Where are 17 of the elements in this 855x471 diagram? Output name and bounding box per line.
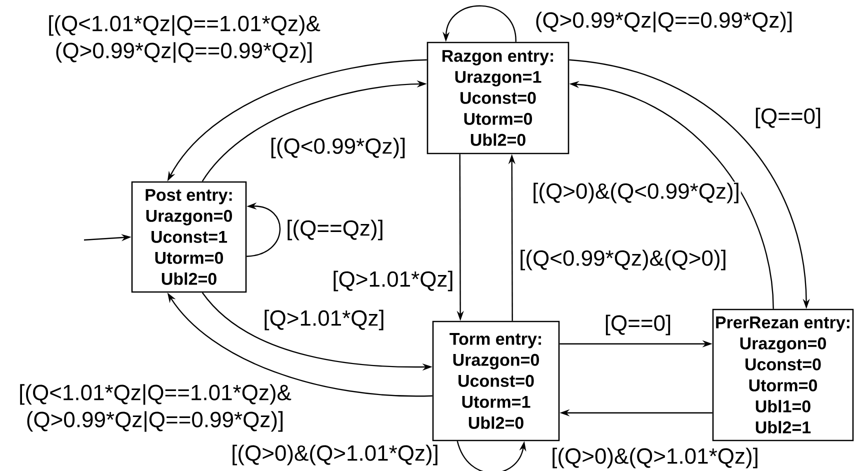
edge-label: [(Q<0.99*Qz)&(Q>0)] [518, 248, 728, 272]
edge-label: [Q==0] [603, 314, 673, 336]
edge-label: [(Q>0)&(Q<0.99*Qz)] [531, 182, 741, 204]
edge-label: [Q>1.01*Qz] [331, 270, 455, 292]
edge-label: [(Q>0)&(Q>1.01*Qz)] [550, 446, 760, 470]
state-box: Post entry: Urazgon=0 Uconst=1 Utorm=0 Ubl2=0 [131, 181, 247, 293]
edge-label: [(Q<1.01*Qz|Q==1.01*Qz)& (Q>0.99*Qz|Q==0.99*Qz)] [9, 383, 301, 433]
edge-label: [(Q==Qz)] [285, 218, 385, 242]
edge-label: [(Q<0.99*Qz)] [268, 136, 408, 160]
state-box: Razgon entry: Urazgon=1 Uconst=0 Utorm=0 Ubl2=0 [426, 42, 570, 154]
state-box: Torm entry: Urazgon=0 Uconst=0 Utorm=1 Ubl2=0 [432, 320, 560, 442]
edge-label: (Q>0.99*Qz|Q==0.99*Qz)] [534, 10, 794, 34]
edge-label: [(Q<1.01*Qz|Q==1.01*Qz)& (Q>0.99*Qz|Q==0.99*Qz)] [38, 14, 330, 64]
edge-label: [Q>1.01*Qz] [262, 308, 386, 332]
edge-label: [Q==0] [753, 106, 823, 130]
state-box: PrerRezan entry: Urazgon=0 Uconst=0 Utorm=0 Ubl1=0 Ubl2=1 [712, 308, 854, 442]
edge-label: [(Q>0)&(Q>1.01*Qz)] [230, 444, 440, 466]
